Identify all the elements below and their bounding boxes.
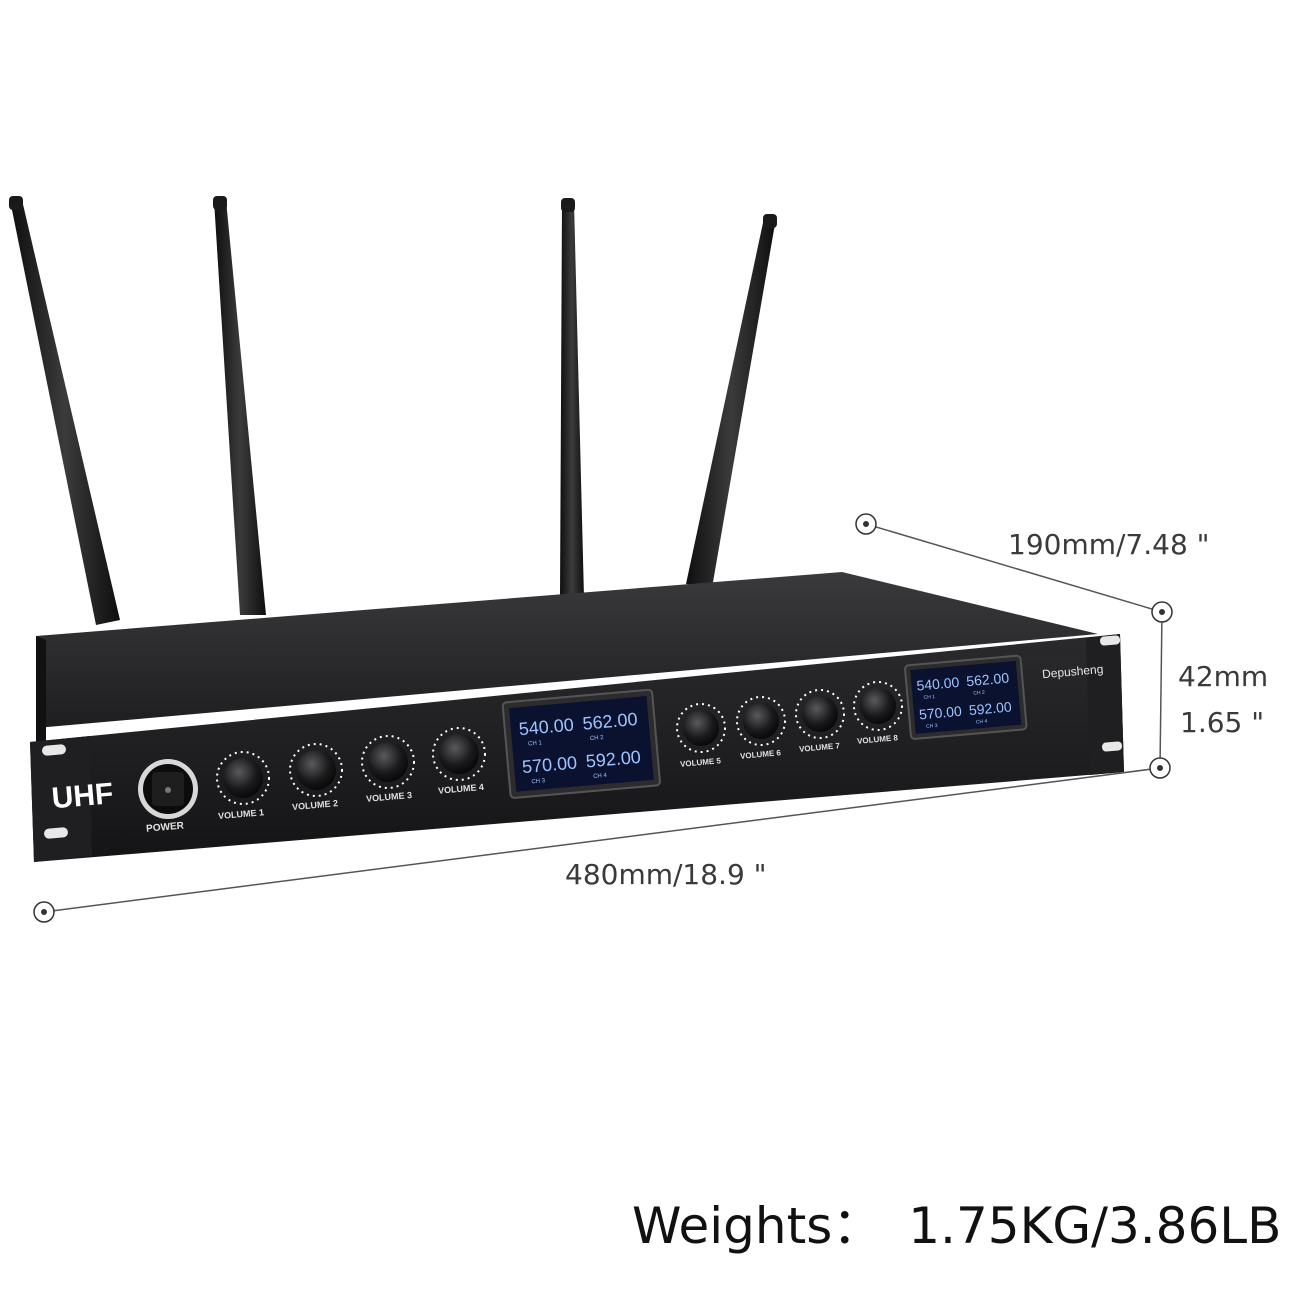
volume-knob-7[interactable] (795, 689, 845, 739)
svg-text:CH 3: CH 3 (531, 778, 546, 785)
weight-caption: Weights： 1.75KG/3.86LB (632, 1186, 1281, 1258)
height-mm-label: 42mm (1178, 660, 1269, 693)
svg-text:562.00: 562.00 (966, 670, 1010, 690)
antenna-group (9, 196, 777, 625)
height-inch-label: 1.65 " (1180, 706, 1265, 739)
svg-text:CH 1: CH 1 (923, 694, 935, 701)
width-dimension-label: 480mm/18.9 " (565, 858, 767, 891)
volume-label: VOLUME 1 (218, 807, 265, 821)
rack-ear-right (1086, 634, 1124, 775)
antenna-2 (214, 200, 266, 615)
antenna-4 (686, 218, 776, 588)
dimension-endpoints (33, 513, 1173, 923)
lcd-display-left: 540.00 562.00 CH 1 CH 2 570.00 592.00 CH… (501, 688, 661, 799)
svg-text:540.00: 540.00 (518, 715, 575, 740)
brand-logo: Depusheng (1041, 662, 1103, 681)
volume-knob-6[interactable] (736, 696, 786, 746)
volume-label: VOLUME 2 (292, 798, 339, 812)
volume-knob-2[interactable] (289, 743, 343, 797)
lcd-display-right: 540.00 562.00 CH 1 CH 2 570.00 592.00 CH… (904, 654, 1028, 740)
volume-label: VOLUME 7 (799, 741, 841, 754)
weight-label: Weights： (632, 1197, 883, 1255)
svg-text:CH 3: CH 3 (926, 723, 938, 730)
svg-text:570.00: 570.00 (918, 703, 962, 723)
svg-text:CH 2: CH 2 (590, 735, 605, 742)
volume-label: VOLUME 3 (366, 790, 413, 804)
power-label: POWER (146, 820, 185, 834)
volume-label: VOLUME 8 (857, 733, 899, 746)
uhf-label: UHF (50, 777, 114, 815)
volume-label: VOLUME 6 (740, 748, 782, 761)
svg-text:592.00: 592.00 (968, 698, 1012, 718)
volume-knob-4[interactable] (432, 727, 486, 781)
depth-dimension-label: 190mm/7.48 " (1008, 528, 1210, 561)
svg-text:CH 2: CH 2 (973, 690, 985, 697)
chassis-side (36, 636, 46, 760)
volume-label: VOLUME 5 (680, 756, 722, 769)
dimension-lines (43, 523, 1163, 913)
svg-text:570.00: 570.00 (521, 752, 578, 777)
volume-label: VOLUME 4 (438, 782, 485, 796)
volume-knob-5[interactable] (676, 703, 726, 753)
svg-text:CH 1: CH 1 (528, 740, 543, 747)
power-switch[interactable] (138, 759, 198, 819)
svg-text:CH 4: CH 4 (976, 719, 988, 726)
chassis-top (36, 572, 1098, 728)
svg-text:CH 4: CH 4 (593, 773, 608, 780)
antenna-3 (560, 202, 584, 598)
volume-knob-1[interactable] (216, 751, 270, 805)
antenna-1 (10, 200, 120, 625)
svg-text:562.00: 562.00 (582, 709, 639, 734)
weight-value: 1.75KG/3.86LB (908, 1197, 1282, 1255)
volume-knob-3[interactable] (361, 735, 415, 789)
svg-text:592.00: 592.00 (585, 747, 642, 772)
volume-knob-8[interactable] (853, 681, 903, 731)
svg-text:540.00: 540.00 (916, 674, 960, 694)
